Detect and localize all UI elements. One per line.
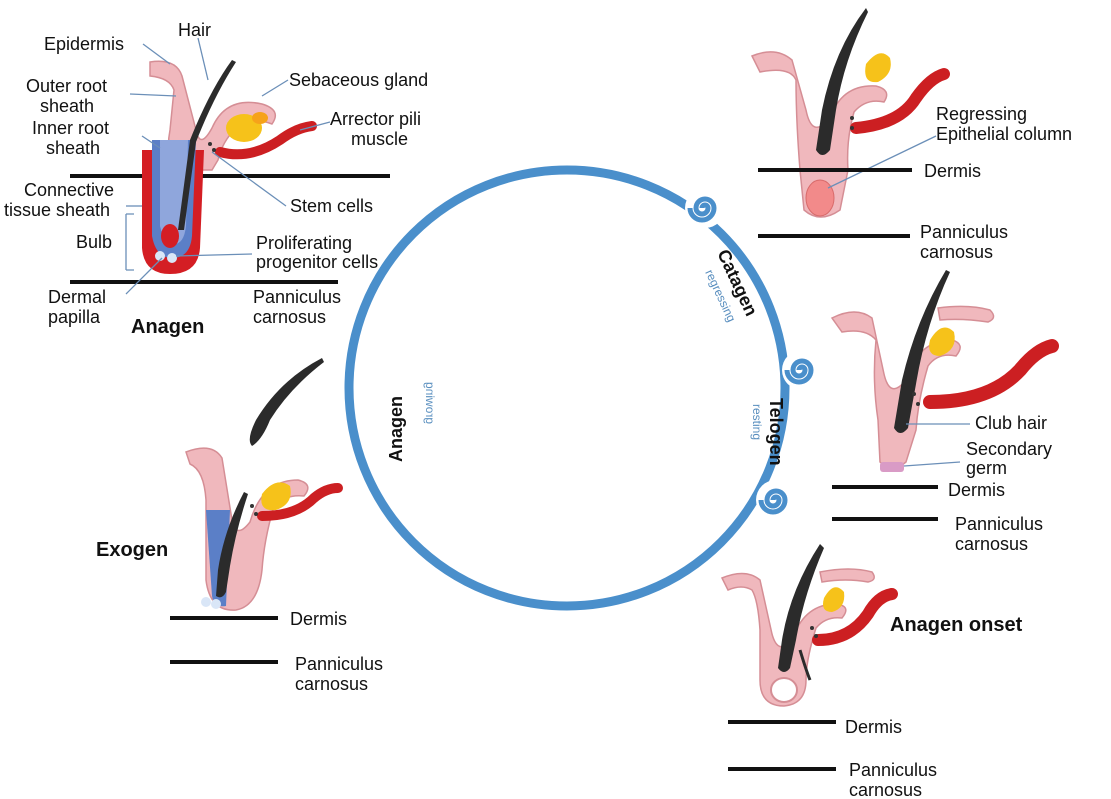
label-stem-cells: Stem cells — [290, 196, 373, 216]
onset-dot-2 — [814, 634, 818, 638]
cycle-ring-group: Anagen growing Catagen regressing Teloge… — [349, 170, 822, 606]
label-outer-root-2: sheath — [40, 96, 94, 116]
anagen-follicle: Epidermis Hair Outer root sheath Inner r… — [4, 20, 428, 338]
spiral-icon-telogen-top — [782, 350, 822, 390]
stem-cell-dot-1 — [208, 142, 212, 146]
catagen-dot-1 — [850, 116, 854, 120]
label-catagen-panniculus: Panniculus — [920, 222, 1008, 242]
label-exogen-dermis: Dermis — [290, 609, 347, 629]
catagen-sebaceous-gland — [865, 53, 891, 82]
exogen-dot-1 — [250, 504, 254, 508]
cycle-ring — [349, 170, 785, 606]
label-telogen-panniculus: Panniculus — [955, 514, 1043, 534]
label-regressing-1: Regressing — [936, 104, 1027, 124]
catagen-follicle: Regressing Epithelial column Dermis Pann… — [752, 8, 1072, 262]
lead-outer-root — [130, 94, 176, 96]
exogen-sebaceous-gland — [261, 482, 290, 510]
spiral-icon-catagen — [685, 188, 725, 228]
label-proliferating-2: progenitor cells — [256, 252, 378, 272]
lead-bulb — [126, 214, 134, 270]
exogen-epidermis — [186, 448, 308, 610]
lead-secondary-germ — [904, 462, 960, 466]
exogen-cell-1 — [201, 597, 211, 607]
lead-dermal-papilla — [126, 258, 162, 294]
label-secondary-germ-2: germ — [966, 458, 1007, 478]
lead-hair — [198, 38, 208, 80]
label-onset-panniculus: Panniculus — [849, 760, 937, 780]
label-sebaceous-gland: Sebaceous gland — [289, 70, 428, 90]
cycle-label-anagen: Anagen — [386, 396, 406, 462]
stem-cell-dot-2 — [212, 148, 216, 152]
dermal-papilla-shape — [161, 224, 179, 248]
spiral-icon-telogen-bottom — [756, 480, 796, 520]
label-connective-2: tissue sheath — [4, 200, 110, 220]
label-club-hair: Club hair — [975, 413, 1047, 433]
cycle-sublabel-resting: resting — [750, 404, 764, 440]
label-epidermis: Epidermis — [44, 34, 124, 54]
progenitor-cell-2 — [167, 253, 177, 263]
telogen-dot-1 — [912, 392, 916, 396]
label-inner-root-1: Inner root — [32, 118, 109, 138]
label-exogen-carnosus: carnosus — [295, 674, 368, 694]
anagen-onset-follicle: Anagen onset Dermis Panniculus carnosus — [722, 544, 1023, 799]
label-anagen-panniculus: Panniculus — [253, 287, 341, 307]
label-onset-carnosus: carnosus — [849, 780, 922, 799]
label-secondary-germ-1: Secondary — [966, 439, 1052, 459]
onset-epidermis-tip — [820, 569, 874, 582]
label-connective-1: Connective — [24, 180, 114, 200]
onset-dot-1 — [810, 626, 814, 630]
telogen-secondary-germ — [880, 462, 904, 472]
exogen-cell-2 — [211, 599, 221, 609]
exogen-follicle: Exogen Dermis Panniculus carnosus — [96, 358, 383, 694]
label-inner-root-2: sheath — [46, 138, 100, 158]
label-regressing-2: Epithelial column — [936, 124, 1072, 144]
label-bulb: Bulb — [76, 232, 112, 252]
label-proliferating-1: Proliferating — [256, 233, 352, 253]
exogen-dot-2 — [254, 512, 258, 516]
telogen-follicle: Club hair Secondary germ Dermis Pannicul… — [832, 270, 1052, 554]
label-arrector-2: muscle — [351, 129, 408, 149]
anagen-gland-highlight — [252, 112, 268, 124]
lead-sebaceous — [262, 80, 288, 96]
phase-title-anagen-onset: Anagen onset — [890, 614, 1023, 636]
exogen-shed-hair — [250, 358, 324, 446]
label-telogen-dermis: Dermis — [948, 480, 1005, 500]
label-hair: Hair — [178, 20, 211, 40]
label-dermal-1: Dermal — [48, 287, 106, 307]
label-anagen-carnosus: carnosus — [253, 307, 326, 327]
phase-title-exogen: Exogen — [96, 539, 168, 561]
cycle-sublabel-growing: growing — [423, 382, 437, 424]
label-arrector-1: Arrector pili — [330, 109, 421, 129]
catagen-germ — [806, 180, 834, 216]
label-outer-root-1: Outer root — [26, 76, 107, 96]
catagen-dot-2 — [850, 126, 854, 130]
lead-stem — [212, 152, 286, 206]
label-catagen-carnosus: carnosus — [920, 242, 993, 262]
label-onset-dermis: Dermis — [845, 717, 902, 737]
cycle-label-telogen: Telogen — [766, 398, 786, 466]
label-telogen-carnosus: carnosus — [955, 534, 1028, 554]
phase-title-anagen: Anagen — [131, 316, 204, 338]
label-exogen-panniculus: Panniculus — [295, 654, 383, 674]
onset-papilla — [771, 678, 797, 702]
label-dermal-2: papilla — [48, 307, 101, 327]
telogen-epidermis-tip — [938, 306, 994, 322]
label-catagen-dermis: Dermis — [924, 161, 981, 181]
telogen-dot-2 — [916, 402, 920, 406]
